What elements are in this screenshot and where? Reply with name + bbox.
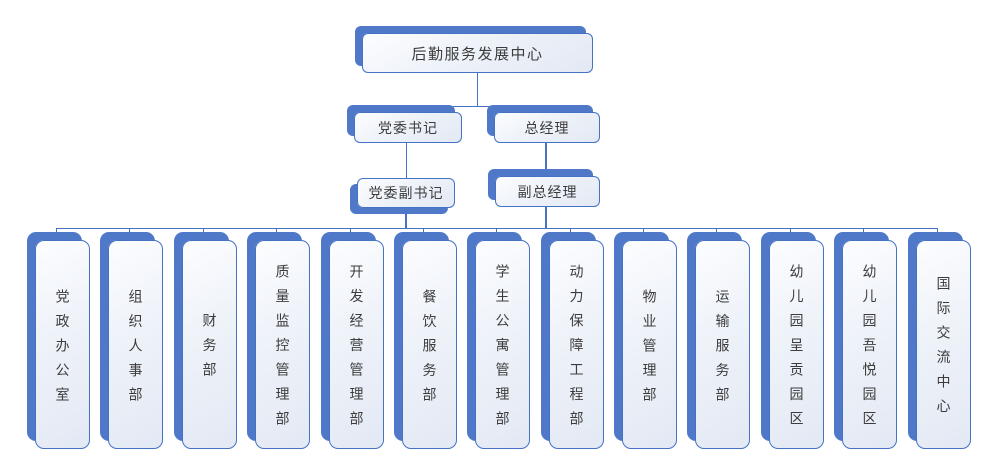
connector-line [545, 207, 548, 229]
node-label: 物业管理部 [641, 288, 658, 412]
node-label: 餐饮服务部 [421, 288, 438, 412]
node-label: 国际交流中心 [935, 276, 952, 424]
dept-node: 运输服务部 [695, 240, 750, 449]
connector-tick [789, 228, 791, 240]
connector-tick [495, 228, 497, 240]
connector-line [545, 143, 548, 176]
connector-line [476, 73, 478, 106]
node-label: 党委书记 [378, 119, 438, 136]
connector-tick [128, 228, 130, 240]
node-party-secretary: 党委书记 [354, 112, 462, 143]
connector-line [405, 208, 408, 229]
dept-node: 国际交流中心 [916, 240, 971, 449]
node-label: 学生公寓管理部 [494, 264, 511, 436]
node-label: 党政办公室 [54, 288, 71, 412]
org-root-node: 后勤服务发展中心 [362, 33, 593, 73]
dept-node: 餐饮服务部 [402, 240, 457, 449]
connector-tick [936, 228, 938, 240]
node-deputy-general-manager: 副总经理 [495, 176, 600, 207]
node-label: 幼儿园呈贡园区 [788, 264, 805, 436]
dept-node: 质量监控管理部 [255, 240, 310, 449]
dept-node: 物业管理部 [622, 240, 677, 449]
dept-node: 开发经营管理部 [329, 240, 384, 449]
node-label: 副总经理 [517, 183, 578, 200]
connector-tick [715, 228, 717, 240]
node-label: 动力保障工程部 [568, 264, 585, 436]
dept-node: 幼儿园吾悦园区 [842, 240, 897, 449]
node-label: 后勤服务发展中心 [411, 45, 544, 63]
node-label: 党委副书记 [368, 185, 444, 201]
dept-node: 党政办公室 [35, 240, 90, 449]
node-label: 财务部 [201, 313, 218, 387]
dept-node: 组织人事部 [108, 240, 163, 449]
dept-node: 财务部 [182, 240, 237, 449]
dept-node: 学生公寓管理部 [475, 240, 530, 449]
node-general-manager: 总经理 [494, 112, 600, 143]
connector-tick [349, 228, 351, 240]
node-label: 开发经营管理部 [348, 264, 365, 436]
node-label: 幼儿园吾悦园区 [861, 264, 878, 436]
connector-tick [275, 228, 277, 240]
connector-tick [642, 228, 644, 240]
node-deputy-party-secretary: 党委副书记 [357, 178, 455, 208]
connector-line [546, 106, 548, 113]
node-label: 组织人事部 [127, 288, 144, 412]
dept-node: 幼儿园呈贡园区 [769, 240, 824, 449]
connector-line [406, 106, 408, 113]
connector-line [405, 143, 407, 178]
node-label: 运输服务部 [714, 288, 731, 412]
connector-tick [422, 228, 424, 240]
node-label: 质量监控管理部 [274, 264, 291, 436]
connector-tick [202, 228, 204, 240]
dept-node: 动力保障工程部 [549, 240, 604, 449]
connector-tick [862, 228, 864, 240]
node-label: 总经理 [524, 119, 570, 136]
connector-tick [569, 228, 571, 240]
connector-tick [55, 228, 57, 240]
connector-line [406, 105, 548, 107]
